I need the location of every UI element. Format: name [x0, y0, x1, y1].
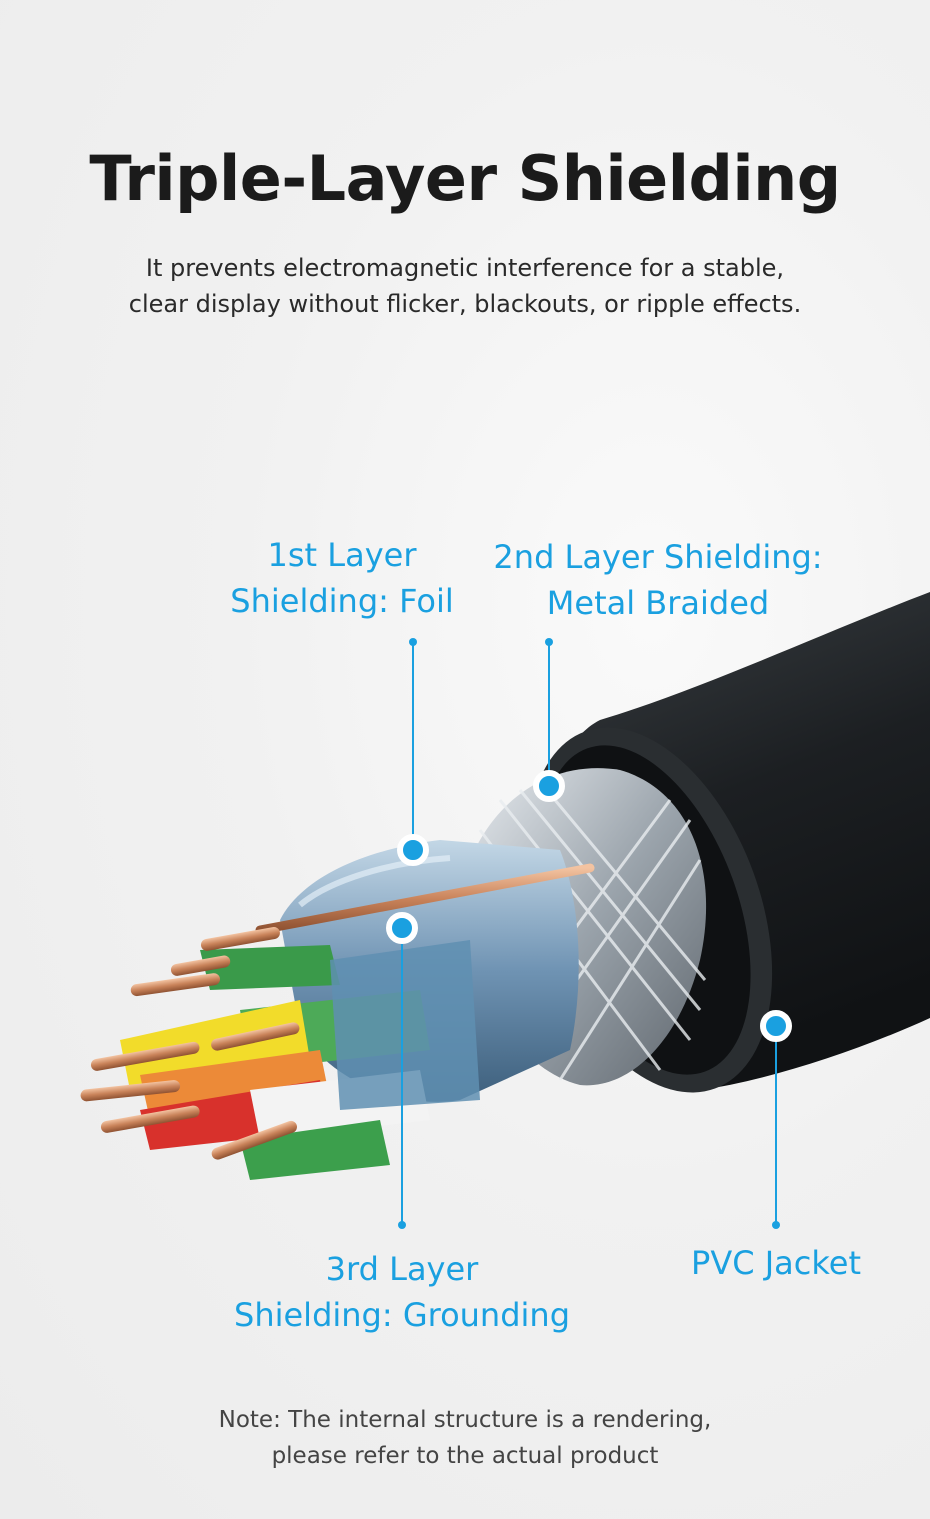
note-line: Note: The internal structure is a render… — [218, 1407, 712, 1433]
callout-foil: 1st Layer Shielding: Foil — [222, 532, 462, 624]
callout-jacket: PVC Jacket — [666, 1240, 886, 1286]
callout-foil-line2: Shielding: Foil — [230, 582, 454, 620]
braided-marker-dot — [533, 770, 565, 802]
leader-lines — [386, 638, 792, 1229]
grounding-marker-dot — [386, 912, 418, 944]
callout-foil-line1: 1st Layer — [267, 536, 417, 574]
jacket-marker-dot — [760, 1010, 792, 1042]
subtitle-line: It prevents electromagnetic interference… — [145, 254, 785, 282]
callout-braided-line1: 2nd Layer Shielding: — [493, 538, 823, 576]
callout-grounding-line1: 3rd Layer — [325, 1250, 479, 1288]
callout-jacket-line1: PVC Jacket — [691, 1244, 861, 1282]
callout-grounding: 3rd Layer Shielding: Grounding — [222, 1246, 582, 1338]
callout-braided: 2nd Layer Shielding: Metal Braided — [486, 534, 830, 626]
subtitle-line: clear display without flicker, blackouts… — [128, 290, 802, 318]
foil-marker-dot — [397, 834, 429, 866]
copper-wire-ends — [80, 927, 300, 1160]
callout-braided-line2: Metal Braided — [546, 584, 770, 622]
subtitle: It prevents electromagnetic interference… — [0, 250, 930, 322]
conductors — [120, 940, 480, 1180]
grounding-wire — [255, 863, 595, 935]
note-line: please refer to the actual product — [271, 1443, 659, 1469]
callout-grounding-line2: Shielding: Grounding — [234, 1296, 570, 1334]
page-title: Triple-Layer Shielding — [89, 142, 841, 215]
disclaimer-note: Note: The internal structure is a render… — [0, 1402, 930, 1474]
